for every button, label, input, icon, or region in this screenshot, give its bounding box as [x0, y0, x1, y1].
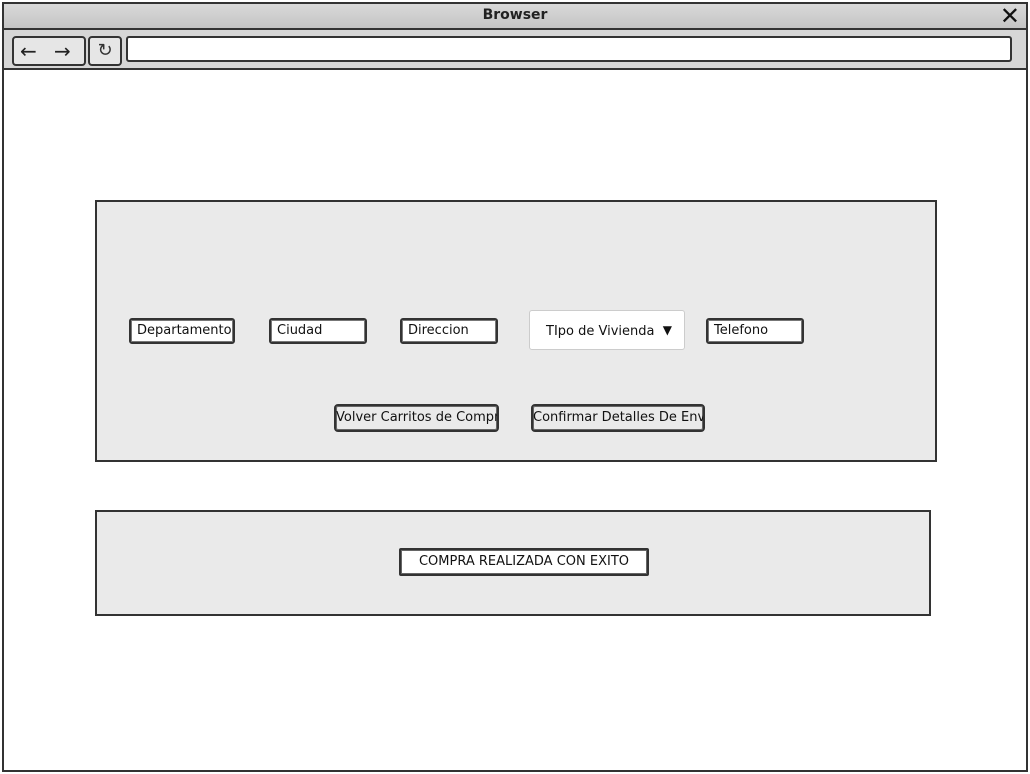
confirmar-detalles-button[interactable]: Confirmar Detalles De Envio	[531, 404, 705, 432]
tipo-vivienda-select[interactable]: TIpo de Vivienda ▼	[529, 310, 685, 350]
close-icon[interactable]: ✕	[999, 2, 1020, 30]
browser-toolbar: ← → ↻	[4, 30, 1026, 70]
direccion-field[interactable]: Direccion	[400, 318, 498, 344]
window-title: Browser	[482, 7, 548, 23]
chevron-down-icon: ▼	[662, 323, 672, 337]
departamento-field[interactable]: Departamento	[129, 318, 235, 344]
nav-button-group: ← →	[12, 36, 86, 66]
success-message: COMPRA REALIZADA CON EXITO	[399, 548, 649, 576]
back-arrow-icon[interactable]: ←	[20, 39, 37, 63]
volver-carritos-button[interactable]: Volver Carritos de Compra	[334, 404, 499, 432]
ciudad-field[interactable]: Ciudad	[269, 318, 367, 344]
tipo-vivienda-value: TIpo de Vivienda	[546, 324, 655, 339]
address-bar[interactable]	[126, 36, 1012, 62]
forward-arrow-icon[interactable]: →	[54, 39, 71, 63]
telefono-field[interactable]: Telefono	[706, 318, 804, 344]
reload-icon[interactable]: ↻	[88, 36, 122, 66]
shipping-details-panel: Departamento Ciudad Direccion TIpo de Vi…	[95, 200, 937, 462]
purchase-result-panel: COMPRA REALIZADA CON EXITO	[95, 510, 931, 616]
title-bar: Browser ✕	[4, 4, 1026, 30]
